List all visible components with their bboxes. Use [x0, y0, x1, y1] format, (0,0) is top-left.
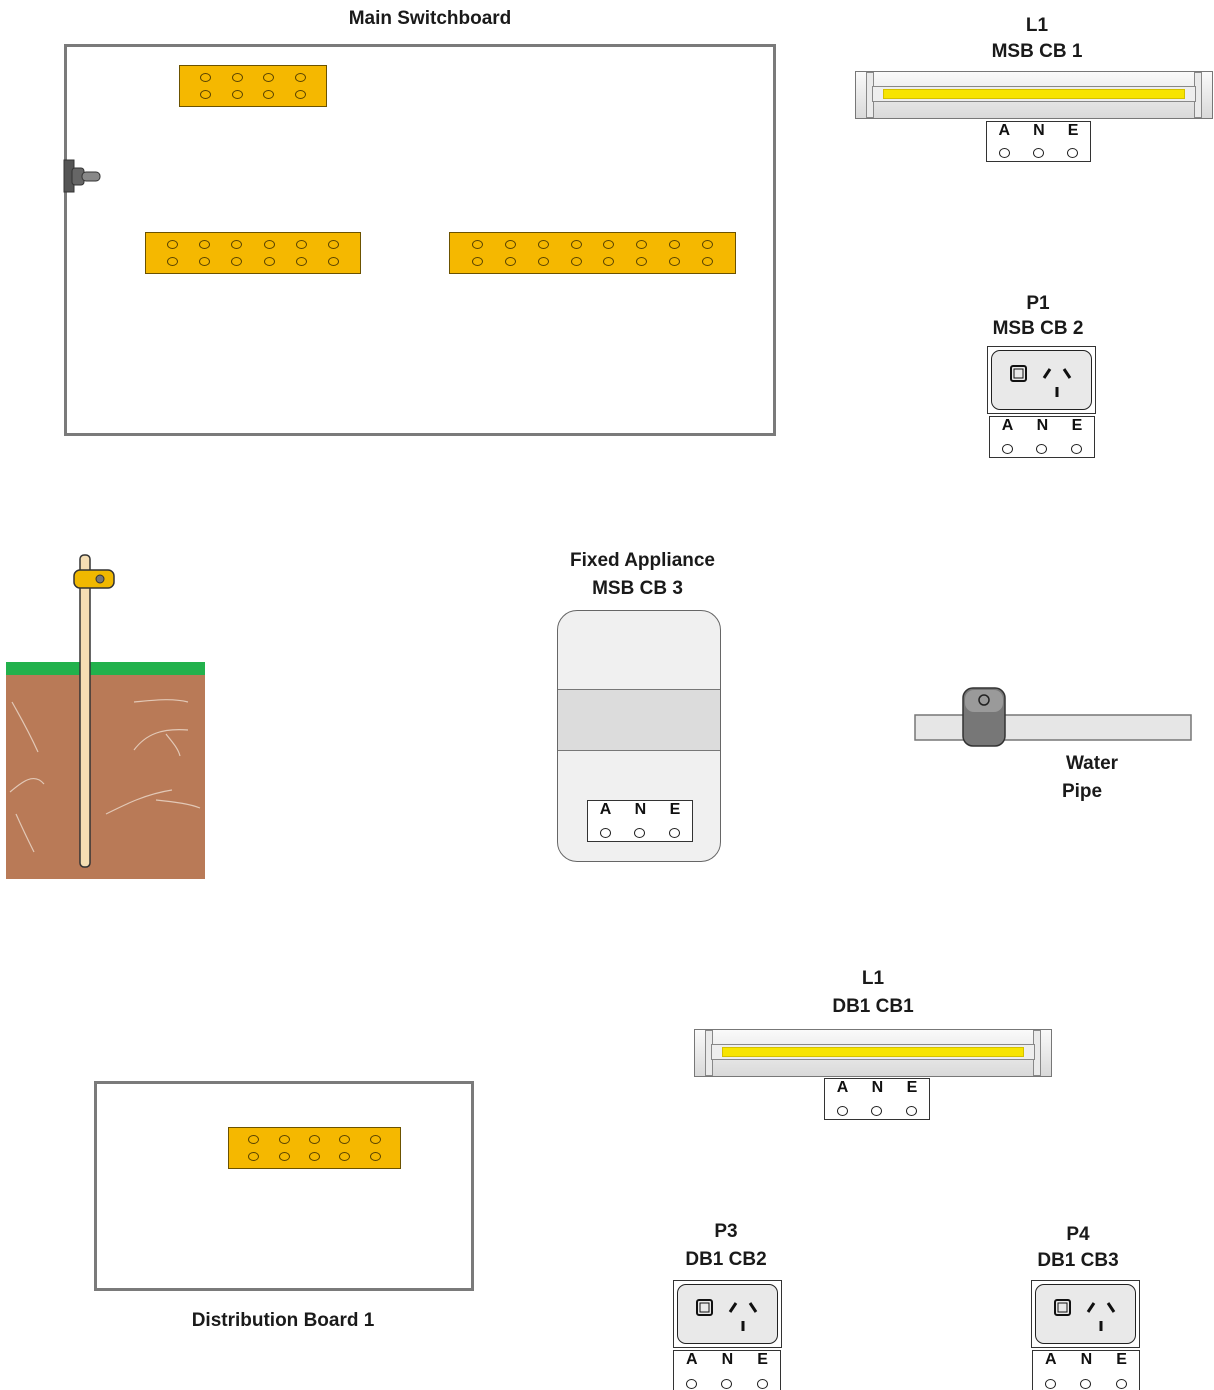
power-point-4-terminals[interactable]: A N E: [1032, 1350, 1140, 1390]
terminal-e-label: E: [1067, 122, 1079, 139]
light-1-circuit: MSB CB 1: [991, 41, 1083, 62]
terminal-n-label: N: [1033, 122, 1045, 139]
terminal-n-label: N: [1080, 1351, 1093, 1368]
terminal-n-label: N: [871, 1079, 884, 1096]
light-1-name: L1: [1025, 15, 1049, 36]
light-2-name: L1: [861, 968, 885, 989]
msb-busbar-1[interactable]: [179, 65, 327, 107]
terminal-e-label: E: [1116, 1351, 1127, 1368]
power-point-1-terminals[interactable]: A N E: [989, 416, 1095, 458]
terminal-e-label: E: [757, 1351, 768, 1368]
terminal-e-label: E: [1071, 417, 1083, 434]
terminal-n-label: N: [721, 1351, 734, 1368]
terminal-a-label: A: [836, 1079, 849, 1096]
power-point-4-circuit: DB1 CB3: [1037, 1250, 1119, 1271]
water-pipe-label-line1: Water: [1065, 753, 1119, 774]
power-point-4-name: P4: [1066, 1224, 1090, 1245]
fixed-appliance-terminals[interactable]: A N E: [587, 800, 693, 842]
main-switchboard-label: Main Switchboard: [348, 8, 512, 29]
power-point-1-circuit: MSB CB 2: [992, 318, 1084, 339]
water-pipe-label-line2: Pipe: [1061, 781, 1103, 802]
fixed-appliance-name: Fixed Appliance: [570, 550, 715, 571]
light-2-circuit: DB1 CB1: [832, 996, 914, 1017]
light-1-terminals[interactable]: A N E: [986, 121, 1091, 162]
db1-busbar[interactable]: [228, 1127, 401, 1169]
fluorescent-light-icon[interactable]: [694, 1029, 1052, 1077]
distribution-board-label: Distribution Board 1: [191, 1310, 375, 1331]
terminal-e-label: E: [906, 1079, 918, 1096]
fluorescent-light-icon[interactable]: [855, 71, 1213, 119]
msb-busbar-3[interactable]: [449, 232, 736, 274]
power-point-1-name: P1: [1026, 293, 1050, 314]
main-switch-icon[interactable]: [62, 158, 104, 196]
gpo-outlet-icon[interactable]: [673, 1280, 782, 1348]
power-point-3-circuit: DB1 CB2: [685, 1249, 767, 1270]
light-2-terminals[interactable]: A N E: [824, 1078, 930, 1120]
power-point-3-terminals[interactable]: A N E: [673, 1350, 781, 1390]
terminal-n-label: N: [634, 801, 647, 818]
terminal-e-label: E: [669, 801, 681, 818]
gpo-outlet-icon[interactable]: [987, 346, 1096, 414]
fixed-appliance-circuit: MSB CB 3: [592, 578, 683, 599]
gpo-outlet-icon[interactable]: [1031, 1280, 1140, 1348]
distribution-board-1[interactable]: [94, 1081, 474, 1291]
terminal-a-label: A: [1045, 1351, 1057, 1368]
power-point-3-name: P3: [714, 1221, 738, 1242]
terminal-a-label: A: [1001, 417, 1014, 434]
earth-electrode-icon[interactable]: [6, 552, 206, 880]
terminal-n-label: N: [1036, 417, 1049, 434]
msb-busbar-2[interactable]: [145, 232, 361, 274]
water-pipe-clamp-icon[interactable]: [913, 686, 1193, 748]
terminal-a-label: A: [998, 122, 1011, 139]
terminal-a-label: A: [686, 1351, 698, 1368]
terminal-a-label: A: [599, 801, 612, 818]
